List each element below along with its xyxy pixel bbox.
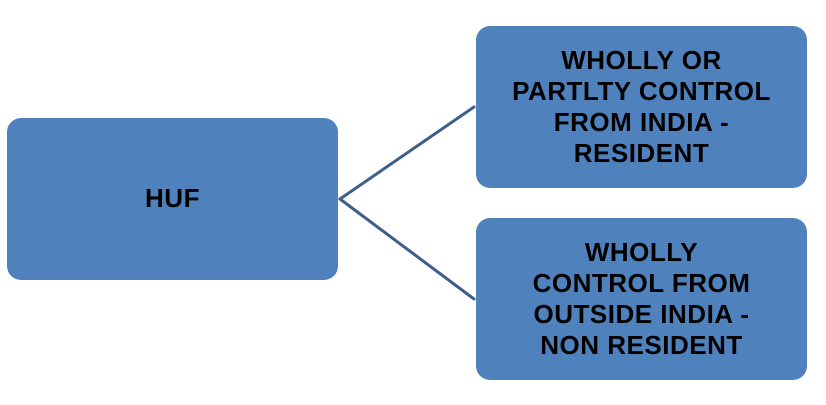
resident-node-label: WHOLLY OR PARTLTY CONTROL FROM INDIA - R… — [512, 44, 771, 169]
connector-to-non-resident — [338, 197, 476, 301]
huf-node-label: HUF — [145, 183, 200, 214]
huf-node: HUF — [7, 118, 338, 280]
resident-node: WHOLLY OR PARTLTY CONTROL FROM INDIA - R… — [476, 26, 807, 188]
non-resident-node-label: WHOLLY CONTROL FROM OUTSIDE INDIA - NON … — [532, 236, 751, 361]
connector-to-resident — [338, 105, 476, 201]
non-resident-node: WHOLLY CONTROL FROM OUTSIDE INDIA - NON … — [476, 218, 807, 380]
